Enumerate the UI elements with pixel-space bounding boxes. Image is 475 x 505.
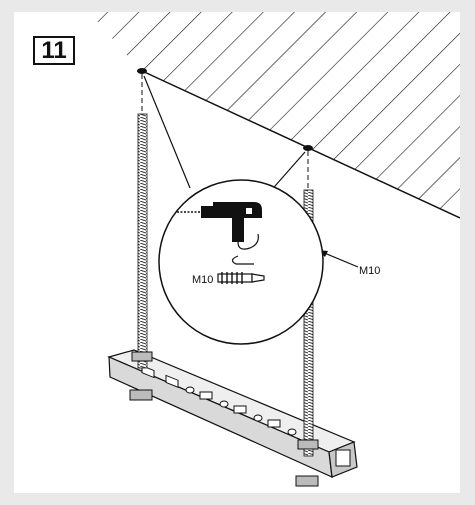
installation-illustration: M10 — [89, 12, 460, 487]
rod-nut-right-top — [297, 439, 319, 450]
step-number-badge: 11 — [33, 36, 75, 65]
detail-callout: M10 — [158, 179, 324, 345]
ceiling-hatch — [89, 12, 460, 219]
ceiling-hole-left — [137, 68, 147, 74]
threaded-rod-right — [303, 189, 314, 457]
rod-nut-left-bottom — [129, 389, 153, 401]
mounting-rail — [107, 349, 358, 478]
rod-nut-left-top — [131, 351, 153, 362]
drill-icon — [177, 202, 262, 265]
rod-nut-right-bottom — [295, 475, 319, 487]
rod-callout-arrow — [321, 251, 359, 268]
instruction-panel: M10 — [14, 12, 460, 493]
anchor-size-label: M10 — [192, 274, 213, 286]
ceiling-hole-right — [303, 145, 313, 151]
wall-plug-icon — [217, 272, 265, 284]
threaded-rod-left — [137, 113, 148, 369]
rod-thread-label: M10 — [359, 265, 380, 277]
